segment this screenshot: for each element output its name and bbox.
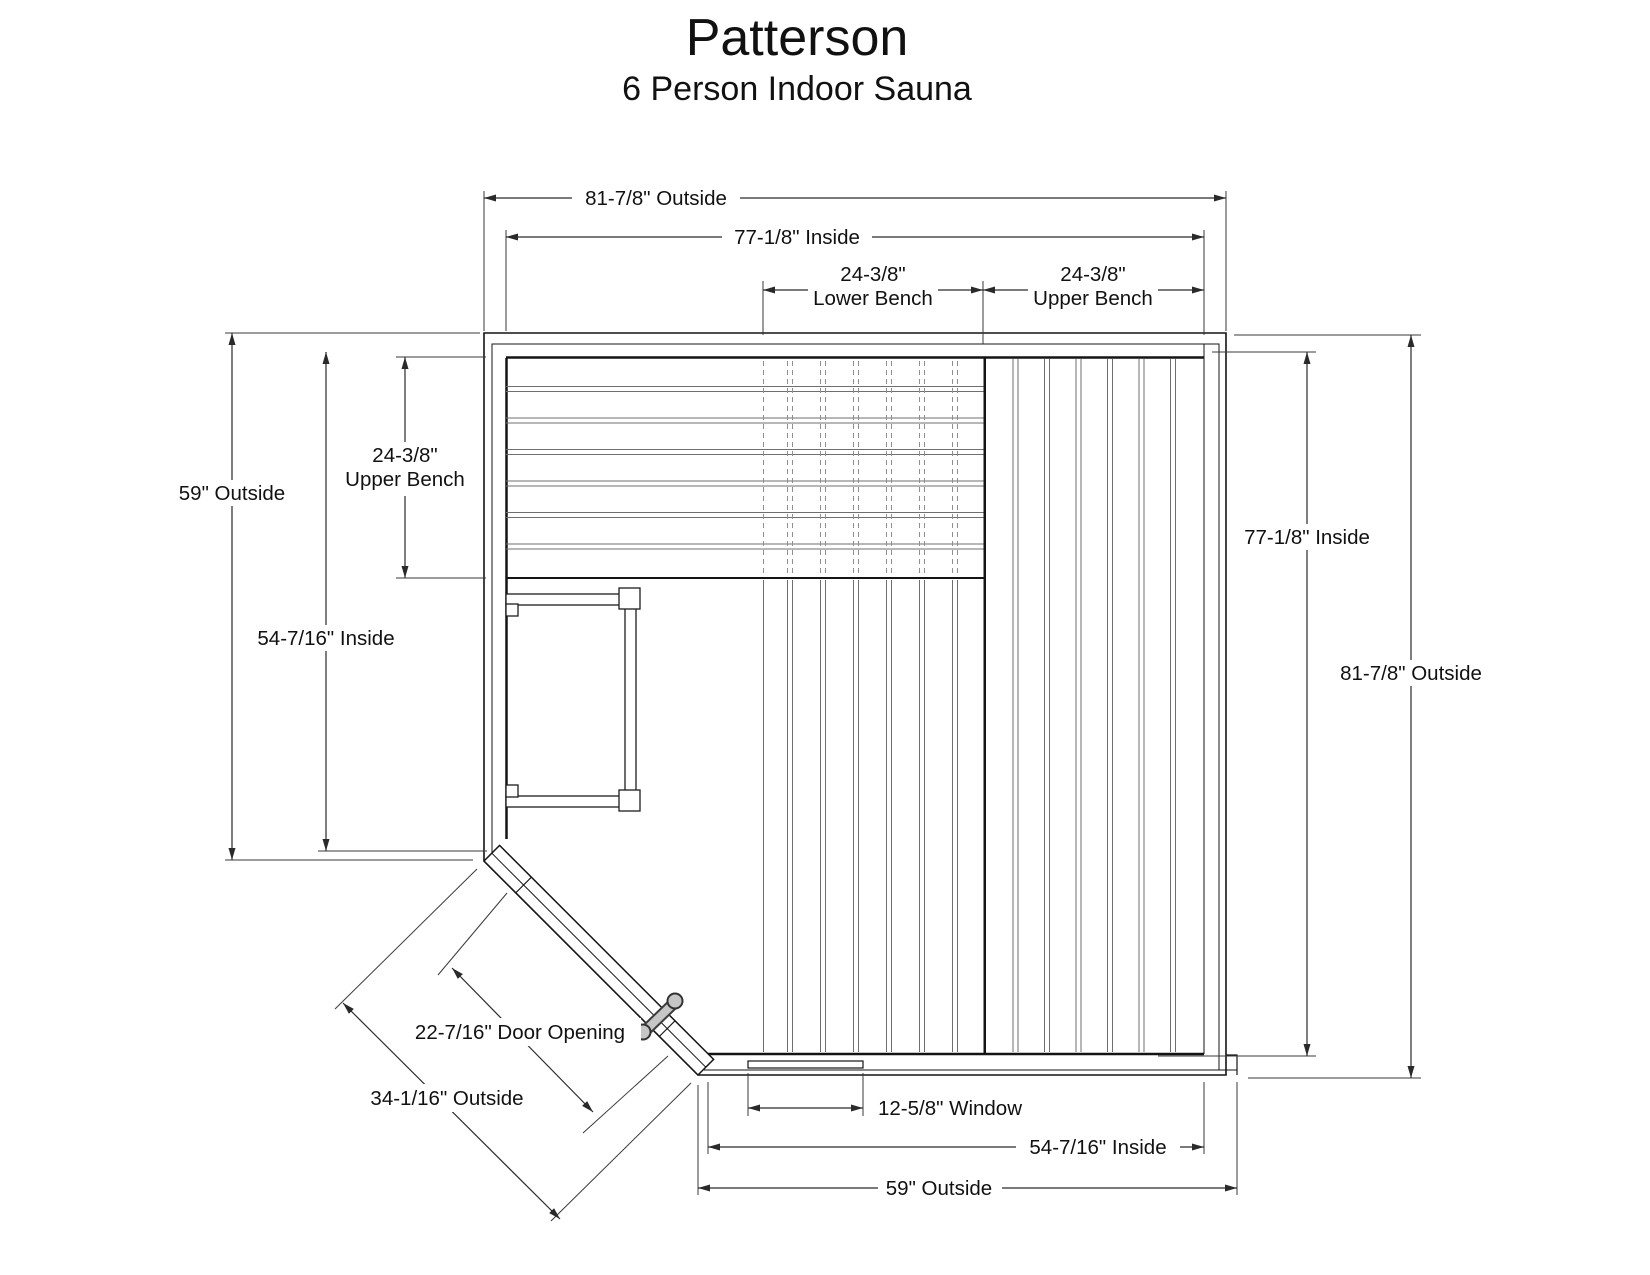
dim-window-label: 12-5/8" Window (878, 1097, 1022, 1120)
dim-upper-bench: 24-3/8" Upper Bench (983, 262, 1205, 335)
window (747, 1060, 864, 1069)
sauna-plan (482, 332, 1238, 1077)
dim-left-outside-label: 59" Outside (179, 482, 285, 505)
dim-lower-bench-value: 24-3/8" (840, 263, 905, 286)
dim-right-inside: 77-1/8" Inside (1158, 351, 1386, 1057)
dim-lower-bench: 24-3/8" Lower Bench (762, 262, 984, 344)
dim-door-opening-label: 22-7/16" Door Opening (415, 1021, 625, 1044)
dim-left-bench: 24-3/8" Upper Bench (341, 356, 486, 579)
door-jamb-bottom (659, 1020, 676, 1037)
heater-guard-foot-top (505, 603, 519, 617)
dim-right-inside-label: 77-1/8" Inside (1244, 526, 1370, 549)
dim-lower-bench-name: Lower Bench (813, 287, 933, 310)
dim-left-inside-label: 54-7/16" Inside (257, 627, 394, 650)
back-bench-planks (506, 385, 984, 579)
bottom-wall-step (1226, 1054, 1238, 1075)
heater-guard-top-rail (505, 593, 623, 606)
dim-right-outside-label: 81-7/8" Outside (1340, 662, 1482, 685)
dim-door-outside-label: 34-1/16" Outside (370, 1087, 523, 1110)
door (482, 844, 715, 1077)
dim-right-outside: 81-7/8" Outside (1234, 334, 1496, 1079)
heater-guard-foot-bottom (505, 784, 519, 798)
dim-top-inside: 77-1/8" Inside (505, 224, 1205, 331)
dim-bottom-inside: 54-7/16" Inside (707, 1082, 1205, 1160)
heater-guard-right-rail (624, 604, 637, 797)
dim-upper-bench-value: 24-3/8" (1060, 263, 1125, 286)
dim-upper-bench-name: Upper Bench (1033, 287, 1153, 310)
page-title: Patterson (686, 9, 909, 67)
lower-bench-hidden-planks (762, 361, 959, 575)
heater-guard-post-top (618, 587, 641, 610)
heater-guard (505, 587, 641, 812)
lower-bench-planks (762, 361, 959, 1052)
door-leaf-midline (491, 852, 707, 1068)
right-bench-planks (983, 357, 1177, 1054)
dim-bottom-outside-label: 59" Outside (886, 1177, 992, 1200)
dim-left-bench-value: 24-3/8" (372, 444, 437, 467)
dim-top-outside-label: 81-7/8" Outside (585, 187, 727, 210)
dim-door-outside: 34-1/16" Outside (334, 868, 692, 1222)
dim-window: 12-5/8" Window (747, 1073, 1022, 1120)
dim-left-outside: 59" Outside (172, 332, 480, 861)
dim-bottom-outside: 59" Outside (697, 1082, 1238, 1201)
page-subtitle: 6 Person Indoor Sauna (622, 70, 972, 108)
dim-top-outside: 81-7/8" Outside (483, 185, 1227, 331)
heater-guard-post-bottom (618, 789, 641, 812)
dim-left-inside: 54-7/16" Inside (245, 352, 487, 852)
door-jamb-top (515, 876, 532, 894)
dim-left-bench-name: Upper Bench (345, 468, 465, 491)
wall-lining (491, 343, 1220, 1070)
dim-top-inside-label: 77-1/8" Inside (734, 226, 860, 249)
heater-guard-bottom-rail (505, 795, 623, 808)
outer-wall-outline (483, 332, 1227, 1076)
dim-bottom-inside-label: 54-7/16" Inside (1029, 1136, 1166, 1159)
